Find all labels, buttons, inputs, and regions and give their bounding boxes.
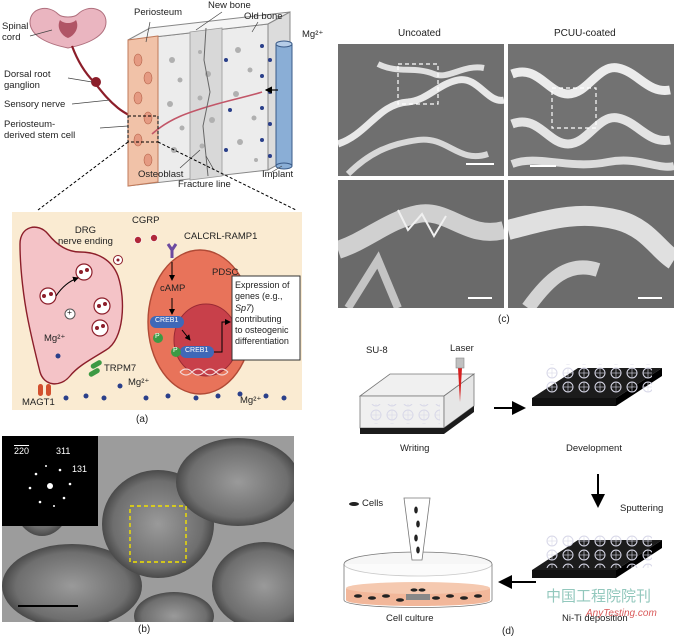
label-plus: + [67,307,72,317]
fft-label-311: 311 [56,446,71,456]
label-cells: Cells [362,498,384,509]
label-magt1: MAGT1 [22,397,55,408]
label-mg-cell: Mg²⁺ [44,333,66,344]
label-p2: P [173,347,178,354]
pdsc-nucleus [173,303,239,377]
sem-coated-high [508,180,674,308]
label-periosteum: Periosteum [134,7,183,18]
label-calcrl-ramp1: CALCRL-RAMP1 [184,231,258,242]
watermark-cn: 中国工程院院刊 [546,588,652,605]
watermark-site: AnyTesting.com [586,608,657,619]
deposition-step [532,534,662,578]
receptor-icon [166,243,178,258]
panel-d-diagram [343,357,662,608]
label-deposition: Ni-Ti deposition [562,613,628,624]
caption-a: (a) [136,414,149,425]
cgrp-dot [134,236,142,244]
label-sputtering: Sputtering [620,503,664,514]
label-p1: P [155,333,160,340]
expr-line-1: Expression of [235,280,290,290]
sem-uncoated-low [338,44,504,176]
label-mg-b1: Mg²⁺ [128,377,150,388]
label-pcuu-coated: PCUU-coated [554,28,616,39]
sem-coated-low [508,44,674,176]
phospho-dot-1 [153,333,163,343]
expr-line-6: differentiation [235,336,289,347]
caption-b: (b) [138,624,151,635]
laser-beam [458,368,462,402]
label-sensory-nerve: Sensory nerve [4,99,66,110]
cells-legend-icon [349,502,359,506]
zoom-box-yellow [129,505,187,563]
expr-line-5: to osteogenic [235,325,289,335]
panel-b-tem-image [2,436,294,622]
label-implant: Implant [262,169,294,180]
expr-paren: ) [251,302,255,313]
label-spinal-cord: Spinal cord [2,21,29,43]
fft-label-220: 220 [14,446,30,456]
label-dorsal-root-ganglion: Dorsal root ganglion [4,69,51,91]
mg-ions [55,353,287,401]
trpm7-channel [90,360,102,369]
sem-uncoated-high [338,180,504,308]
panel-a-illustration [12,7,302,410]
expr-line-2: genes (e.g., [235,291,283,302]
expr-line-3: Sp7) [235,303,299,314]
fft-inset [2,436,98,526]
label-old-bone: Old bone [244,11,283,22]
label-mg-b2: Mg²⁺ [240,395,262,406]
magt1-channel [38,384,43,396]
label-trpm7: TRPM7 [104,363,137,374]
phospho-dot-2 [171,347,181,357]
label-su8: SU-8 [366,345,388,356]
label-creb1-2: CREB1 [185,347,209,354]
label-periosteum-stem-cell: Periosteum- derived stem cell [4,119,76,141]
label-writing: Writing [400,443,430,454]
creb1-pill-1 [150,316,184,328]
leader-lines [29,11,283,173]
development-step [532,364,662,406]
label-pdsc: PDSC [212,267,239,278]
fft-label-131: 131 [72,464,88,474]
spinal-cord-shape [29,7,107,49]
tem-texture [2,436,294,622]
label-osteoblast: Osteoblast [138,169,184,180]
expr-gene: Sp7 [235,302,252,313]
label-development: Development [566,443,622,454]
dorsal-root-ganglion-dot [91,77,101,87]
writing-step [358,357,476,434]
expression-text: Expression of genes (e.g., Sp7) contribu… [235,280,299,348]
label-creb1-1: CREB1 [155,317,179,324]
caption-d: (d) [502,626,515,637]
label-cell-culture: Cell culture [386,613,434,624]
vesicles [39,255,123,337]
label-new-bone: New bone [208,0,251,11]
label-laser: Laser [450,343,474,354]
fracture-line [202,27,211,177]
label-mg-top: Mg²⁺ [302,29,324,40]
drg-nerve-ending-cell [19,226,124,385]
label-drg-ending: DRG nerve ending [58,225,113,247]
zoom-region-box [127,115,159,143]
label-fracture-line: Fracture line [178,179,231,190]
expr-line-4: contributing [235,313,282,324]
label-cgrp: CGRP [132,215,160,226]
implant-cylinder [275,40,293,170]
label-camp: cAMP [160,283,186,294]
creb1-pill-2 [180,346,214,358]
label-uncoated: Uncoated [398,28,441,39]
cell-culture-dish [343,497,493,608]
expression-box [231,275,301,361]
caption-c: (c) [498,314,510,325]
plus-circle [64,308,76,320]
